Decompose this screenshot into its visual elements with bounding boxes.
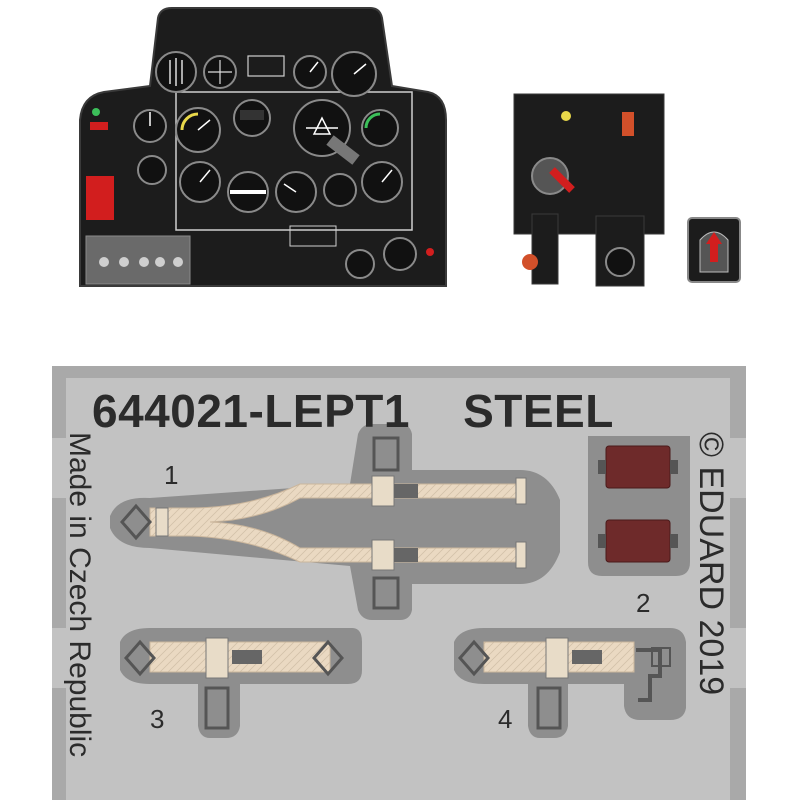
harness-part-3 <box>120 628 362 738</box>
instrument-panel <box>79 7 447 287</box>
switches <box>99 257 183 267</box>
artificial-horizon <box>293 99 360 165</box>
turn-indicator <box>227 171 269 213</box>
fret-material: STEEL <box>463 385 614 437</box>
placard <box>289 225 337 247</box>
gauge <box>345 249 375 279</box>
gauge <box>361 161 403 203</box>
gauge <box>233 99 271 137</box>
gauge <box>155 51 197 93</box>
red-label <box>90 122 108 130</box>
red-light <box>426 248 434 256</box>
gauge <box>323 173 357 207</box>
placard <box>247 55 285 77</box>
knob <box>531 157 569 195</box>
part-number-1: 1 <box>164 460 179 490</box>
copyright-label: © EDUARD 2019 <box>692 432 730 696</box>
harness-part-4 <box>454 628 686 738</box>
gauge <box>175 107 221 153</box>
gauge <box>361 109 399 147</box>
harness-part-1 <box>110 424 560 620</box>
red-lever <box>549 167 575 193</box>
gauge <box>293 55 327 89</box>
red-placard <box>86 176 114 220</box>
red-knob <box>522 254 538 270</box>
gauge <box>203 55 237 89</box>
sub-panel <box>513 93 665 287</box>
gauge <box>275 171 317 213</box>
gauge <box>137 155 167 185</box>
part-number-3: 3 <box>150 704 165 734</box>
gauge <box>605 247 635 277</box>
red-handle <box>622 112 634 136</box>
yellow-light <box>561 111 571 121</box>
emblem-part <box>687 217 741 283</box>
part-number-4: 4 <box>498 704 513 734</box>
fret-title: 644021-LEPT1 STEEL <box>92 384 614 438</box>
pads-part-2 <box>588 436 690 576</box>
fret <box>52 366 746 800</box>
part-number-2: 2 <box>636 588 651 618</box>
origin-label: Made in Czech Republic <box>63 432 96 758</box>
gauge <box>331 51 377 97</box>
gauge <box>179 161 221 203</box>
gauge <box>383 237 417 271</box>
green-light <box>92 108 100 116</box>
fret-code: 644021-LEPT1 <box>92 385 410 437</box>
gauge <box>133 109 167 143</box>
